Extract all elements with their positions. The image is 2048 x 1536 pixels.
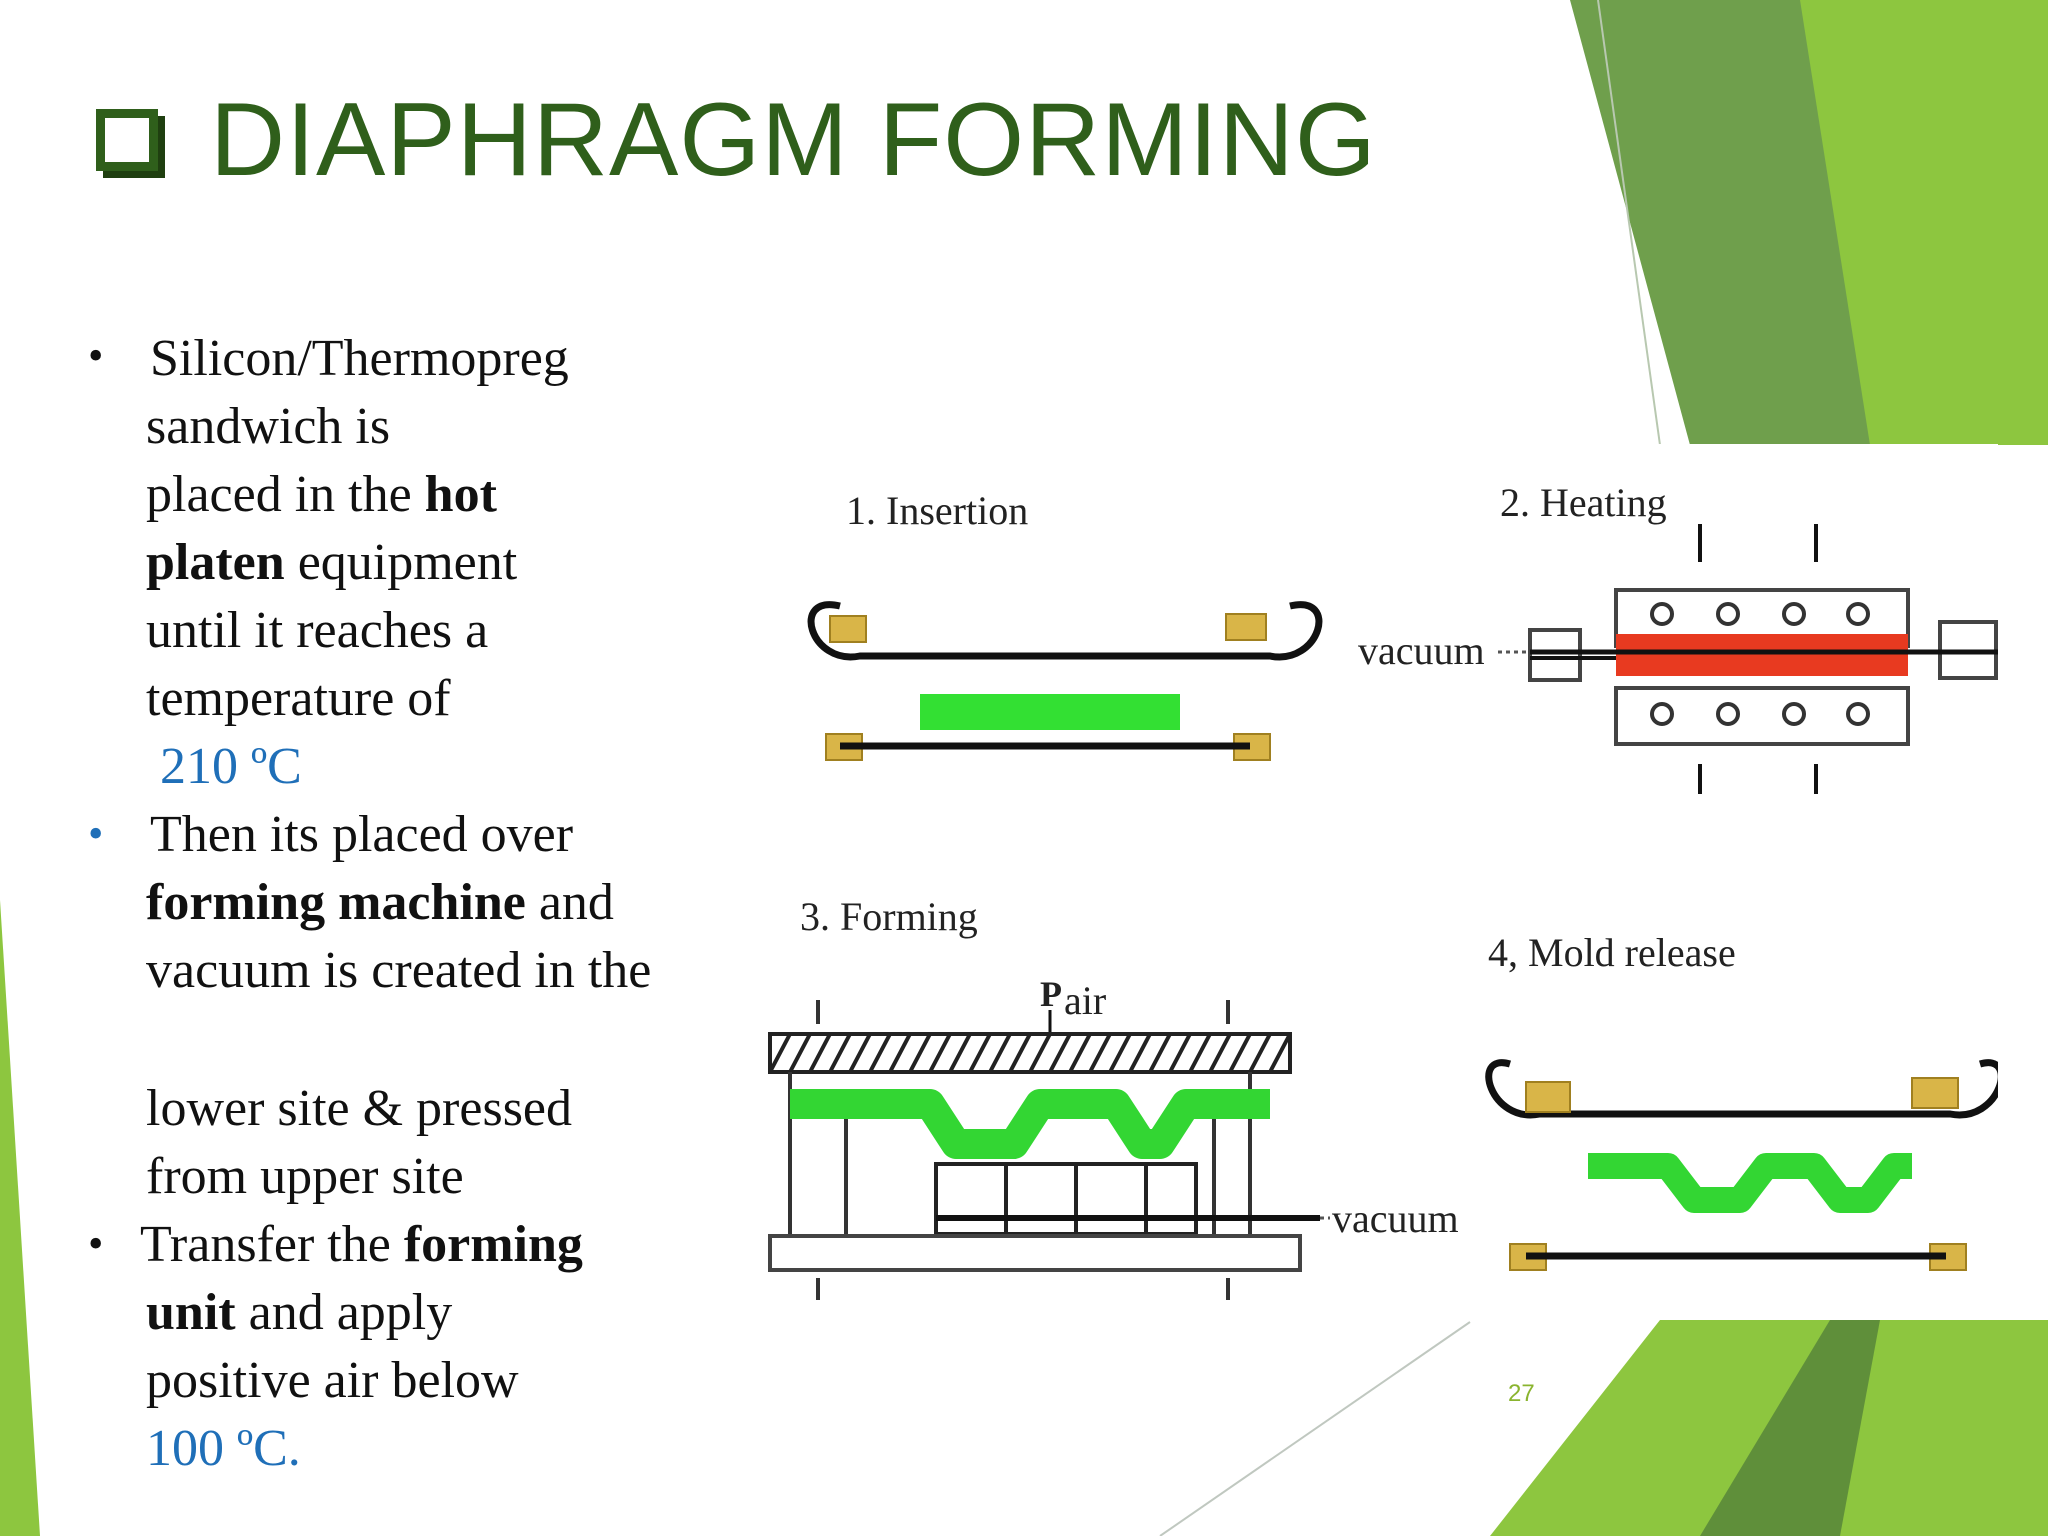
step1-label: 1. Insertion [846,488,1028,533]
b1-line1: Silicon/Thermopreg [150,330,569,387]
step-insertion: 1. Insertion [807,488,1323,761]
b1-line3-text: placed in the [146,466,425,523]
heating-clamp-left [1528,628,1582,682]
b2-line5: from upper site [146,1148,464,1205]
release-formed-part [1588,1153,1912,1213]
slide-title: DIAPHRAGM FORMING [210,82,1377,198]
forming-air-mark: P [1040,974,1062,1014]
forming-vacuum-label: vacuum [1332,1196,1459,1241]
forming-hatch [768,1033,1292,1073]
b2-line4: lower site & pressed [146,1080,573,1137]
b1-temperature: 210 ºC [160,738,302,795]
b1-line3-bold: hot [424,466,497,523]
b3-line1-bold: forming [403,1216,583,1273]
insertion-preform [920,694,1180,730]
b3-line2-bold: unit [146,1284,236,1341]
checkbox-bullet-icon [96,109,158,171]
b3-line1: Transfer the forming [140,1219,583,1271]
step-heating: 2. Heating [1358,480,1998,794]
process-diagram: 1. Insertion 2. Heating [768,480,1998,1300]
bullet-dot-1: • [88,331,104,380]
insertion-clamp-top-left [829,615,867,643]
b3-temperature: 100 ºC. [146,1420,301,1477]
process-figure: 1. Insertion 2. Heating [750,444,1998,1320]
deco-green-left [0,900,40,1536]
heating-hot-layer [1616,634,1908,676]
insertion-diaphragm-top [807,601,1323,661]
b2-line2-text: and [525,874,614,931]
release-clamp-top-left [1525,1081,1571,1113]
b1-line3: placed in the hot [146,469,497,521]
step-mold-release: 4, Mold release [1485,930,1998,1271]
release-clamp-bottom-right [1929,1243,1967,1271]
step4-label: 4, Mold release [1488,930,1736,975]
deco-line-bottom [1159,1321,1471,1536]
forming-formed-part [790,1089,1270,1159]
heating-vacuum-label: vacuum [1358,628,1485,673]
b1-line5: until it reaches a [146,602,489,659]
b1-line4-bold: platen [146,534,285,591]
step3-label: 3. Forming [800,894,978,939]
page-number: 27 [1508,1380,1535,1407]
b2-line2: forming machine and [146,877,614,929]
title-row: DIAPHRAGM FORMING [96,70,1377,210]
bullet-dot-2: • [88,809,104,858]
b1-line4-text: equipment [284,534,518,591]
b2-line1: Then its placed over [150,806,574,863]
b3-line2: unit and apply [146,1287,452,1339]
b1-line6: temperature of [146,670,451,727]
b3-line3: positive air below [146,1352,519,1409]
b1-line2: sandwich is [146,398,391,455]
forming-lower-plate [768,1234,1302,1272]
release-diaphragm-top [1485,1059,1998,1119]
deco-green-bottom-dark [1700,1320,1880,1536]
step2-label: 2. Heating [1500,480,1667,525]
b3-line2-text: and apply [235,1284,453,1341]
deco-line-top [1597,0,1661,446]
b1-line4: platen equipment [146,537,517,589]
b3-line1-text: Transfer the [140,1216,404,1273]
insertion-clamp-top-right [1225,613,1267,641]
step-forming: 3. Forming P air [768,894,1459,1300]
forming-mold-cells [934,1162,1198,1236]
heater-circles [1650,602,1870,726]
release-clamp-top-right [1911,1077,1959,1109]
b2-line3: vacuum is created in the [146,942,652,999]
bullet-dot-3: • [88,1219,104,1268]
deco-green-right-light [1800,0,2048,445]
b2-line2-bold: forming machine [146,874,526,931]
forming-air-label: air [1064,978,1106,1023]
